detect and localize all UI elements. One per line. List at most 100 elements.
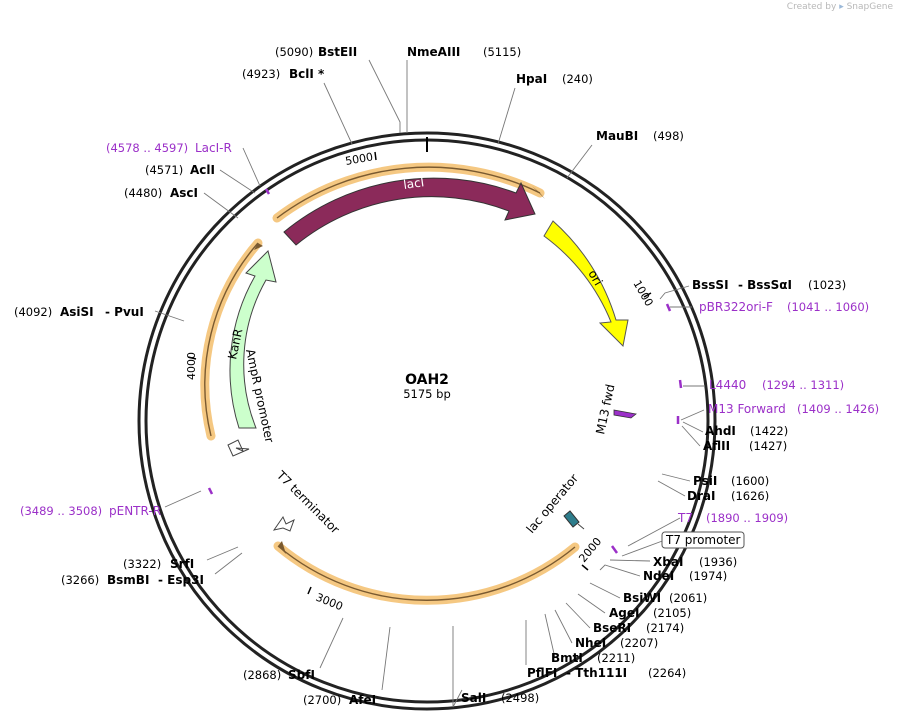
pentr-r-name[interactable]: pENTR-R — [109, 504, 161, 518]
m13-forward-leader — [680, 409, 705, 421]
snapgene-logo-icon: ▸ — [839, 2, 844, 12]
drai-leader — [657, 480, 686, 497]
primer-marks — [207, 188, 683, 554]
pflfi-name2[interactable]: - Tth111I — [566, 666, 627, 680]
pbr322ori-f-mark — [665, 303, 672, 312]
bcli-pos: (4923) — [242, 67, 280, 81]
tick-5000-label: 5000 — [344, 150, 374, 168]
laci-thin-arc — [276, 166, 541, 219]
kanr-thin-arc — [204, 242, 259, 437]
ampr-promoter-arrow[interactable] — [227, 439, 250, 457]
lac-operator-box[interactable] — [563, 510, 580, 528]
l4440-name[interactable]: L4440 — [709, 378, 746, 392]
bsiwi-name[interactable]: BsiWI — [623, 591, 661, 605]
asisi-leader — [154, 310, 185, 322]
ampr-thin-arc — [277, 545, 576, 601]
asisi-name[interactable]: AsiSI — [60, 305, 94, 319]
bsmbi-name[interactable]: BsmBI — [107, 573, 149, 587]
laci-feature-arrow[interactable] — [283, 177, 536, 246]
xbai-pos: (1936) — [699, 555, 737, 569]
t7-promoter-label: T7 promoter — [665, 533, 741, 547]
t7-promoter-box[interactable] — [661, 531, 745, 549]
pflfi-pos: (2264) — [648, 666, 686, 680]
xbai-name[interactable]: XbaI — [653, 555, 683, 569]
laci-highlight-arrowhead — [532, 186, 545, 199]
m13-fwd-label: M13 fwd — [593, 383, 617, 436]
ori-feature-arrow[interactable] — [543, 220, 629, 348]
bsmbi-name2[interactable]: - Esp3I — [158, 573, 204, 587]
t7-leader — [627, 517, 681, 547]
m13-forward-name[interactable]: M13 Forward — [708, 402, 786, 416]
backbone-outer-ring — [137, 131, 717, 711]
bsteii-name[interactable]: BstEII — [318, 45, 357, 59]
acli-name[interactable]: AclI — [190, 163, 215, 177]
bmti-name[interactable]: BmtI — [551, 651, 583, 665]
afei-pos: (2700) — [303, 693, 341, 707]
agei-name[interactable]: AgeI — [609, 606, 639, 620]
kanr-feature-arrow[interactable] — [229, 250, 277, 429]
pflfi-name[interactable]: PflFI — [527, 666, 557, 680]
nhei-leader — [554, 609, 573, 644]
pentr-r-pos: (3489 .. 3508) — [20, 504, 102, 518]
asci-pos: (4480) — [124, 186, 162, 200]
laci-r-name[interactable]: LacI-R — [195, 141, 232, 155]
psii-name[interactable]: PsiI — [693, 474, 717, 488]
tick-3000-label: 3000 — [314, 591, 345, 614]
srfi-name[interactable]: SrfI — [170, 557, 194, 571]
bsssi-name[interactable]: BssSI — [692, 278, 729, 292]
hpai-name[interactable]: HpaI — [516, 72, 547, 86]
t7-pos: (1890 .. 1909) — [706, 511, 788, 525]
afei-leader — [381, 626, 391, 691]
psii-leader — [661, 473, 691, 482]
ahdi-name[interactable]: AhdI — [705, 424, 736, 438]
sali-name[interactable]: SalI — [461, 691, 486, 705]
ndei-name[interactable]: NdeI — [643, 569, 674, 583]
m13-forward-pos: (1409 .. 1426) — [797, 402, 879, 416]
bsiwi-leader — [589, 582, 621, 599]
ahdi-leader — [682, 421, 704, 433]
bcli-leader — [323, 82, 353, 145]
kanr-label: KanR — [225, 327, 245, 360]
drai-name[interactable]: DraI — [687, 489, 715, 503]
maubi-name[interactable]: MauBI — [596, 129, 638, 143]
ndei-leader — [599, 564, 641, 577]
ndei-pos: (1974) — [689, 569, 727, 583]
ahdi-pos: (1422) — [750, 424, 788, 438]
afei-name[interactable]: AfeI — [349, 693, 376, 707]
snapgene-credit: Created by ▸ SnapGene — [787, 2, 893, 12]
agei-pos: (2105) — [653, 606, 691, 620]
aflii-name[interactable]: AflII — [703, 439, 730, 453]
t7-terminator-arrow[interactable] — [272, 515, 295, 532]
srfi-leader — [206, 546, 239, 561]
l4440-pos: (1294 .. 1311) — [762, 378, 844, 392]
tick-4000-label: 4000 — [185, 352, 198, 380]
bsmbi-pos: (3266) — [61, 573, 99, 587]
bcli-name[interactable]: BclI * — [289, 67, 325, 81]
bsteii-pos: (5090) — [275, 45, 313, 59]
asisi-name2[interactable]: - PvuI — [105, 305, 144, 319]
pbr322ori-f-name[interactable]: pBR322ori-F — [699, 300, 773, 314]
sali-leader — [452, 626, 463, 708]
hpai-leader — [497, 87, 516, 145]
t7-name[interactable]: T7 — [677, 511, 693, 525]
tick-5000-mark — [374, 151, 377, 161]
nmeaiii-name[interactable]: NmeAIII — [407, 45, 460, 59]
m13-fwd-arrow[interactable] — [613, 409, 637, 419]
bsssi-name2[interactable]: - BssSαI — [738, 278, 792, 292]
tick-1000-mark — [643, 292, 652, 298]
tick-2000-label: 2000 — [576, 535, 604, 565]
feature-thin-arcs — [204, 166, 576, 601]
nhei-name[interactable]: NheI — [575, 636, 606, 650]
tick-2000-mark — [581, 564, 589, 571]
laci-r-mark — [264, 188, 271, 195]
sbfi-name[interactable]: SbfI — [288, 668, 315, 682]
asci-name[interactable]: AscI — [170, 186, 198, 200]
credit-prefix: Created by — [786, 2, 837, 12]
tick-4000-mark — [187, 356, 197, 360]
tick-1000-label: 1000 — [630, 278, 655, 309]
kanr-highlight-arrowhead — [254, 243, 263, 250]
beri-name[interactable]: BseRI — [593, 621, 631, 635]
bseri-leader — [565, 602, 591, 629]
sbfi-leader — [319, 617, 344, 669]
